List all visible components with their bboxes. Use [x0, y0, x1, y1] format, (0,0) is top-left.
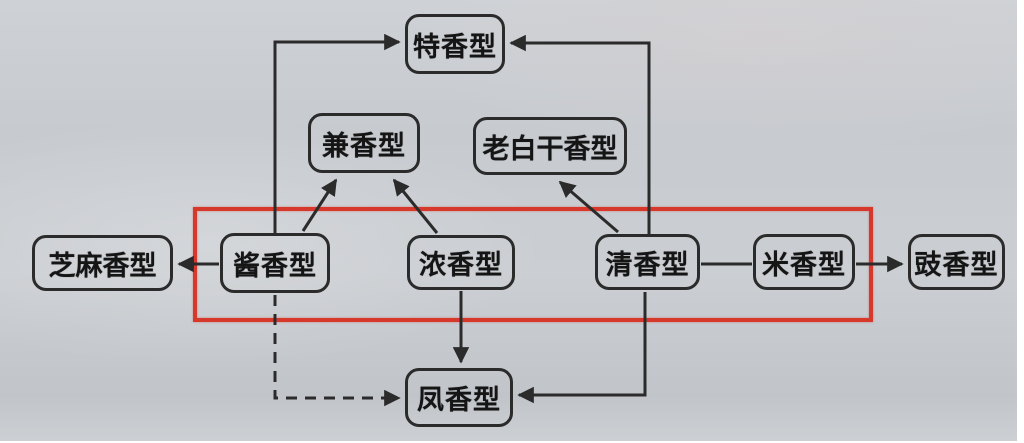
edge-jiang-to-feng-dashed [273, 295, 401, 407]
edge-qing-to-laobaigan [558, 180, 619, 234]
edge-nong-to-jian [392, 178, 439, 234]
node-te-aroma: 特香型 [405, 14, 505, 74]
node-feng-aroma: 凤香型 [405, 368, 513, 427]
node-laobaigan-aroma: 老白干香型 [473, 117, 627, 175]
edge-jiang-to-te [273, 33, 401, 233]
edge-qing-to-te [509, 34, 651, 234]
node-jiang-aroma: 酱香型 [220, 233, 330, 293]
node-nong-aroma: 浓香型 [407, 235, 515, 290]
edge-jiang-to-jian [301, 178, 338, 232]
node-qing-aroma: 清香型 [595, 234, 700, 290]
node-zhima-aroma: 芝麻香型 [32, 235, 173, 291]
node-chi-aroma: 豉香型 [908, 234, 1005, 290]
node-mi-aroma: 米香型 [753, 234, 855, 290]
edge-qing-to-feng [517, 292, 647, 404]
node-jian-aroma: 兼香型 [308, 113, 420, 173]
